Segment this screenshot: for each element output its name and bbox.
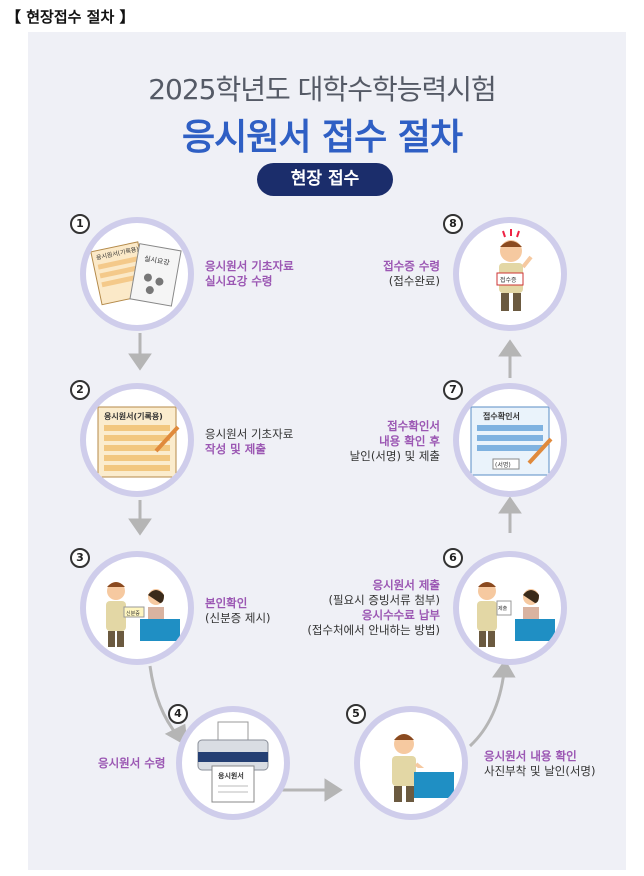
arrow-down-icon xyxy=(131,355,149,368)
step-6-number: 6 xyxy=(443,548,463,568)
step-8-line-1: 접수증 수령 xyxy=(330,259,440,274)
submit-form-icon: 제출 xyxy=(459,557,561,659)
step-2-line-2: 작성 및 제출 xyxy=(205,442,293,457)
step-8-label: 접수증 수령 (접수완료) xyxy=(330,259,440,289)
step-7-circle: 접수확인서 (서명) xyxy=(453,383,567,497)
step-6-line-1: 응시원서 제출 xyxy=(280,578,440,593)
step-8-circle: 접수증 xyxy=(453,217,567,331)
connector-3-4 xyxy=(150,666,178,736)
step-3-line-1: 본인확인 xyxy=(205,596,271,611)
arrow-up-icon xyxy=(501,499,519,512)
step-1-line-1: 응시원서 기초자료 xyxy=(205,259,294,274)
printer-icon: 응시원서 xyxy=(182,712,284,814)
step-5-number: 5 xyxy=(346,704,366,724)
step-6-circle: 제출 xyxy=(453,551,567,665)
step-4-circle: 응시원서 xyxy=(176,706,290,820)
step-7-line-2: 내용 확인 후 xyxy=(300,434,440,449)
step-3-label: 본인확인 (신분증 제시) xyxy=(205,596,271,626)
step-3-number: 3 xyxy=(70,548,90,568)
form-title: 응시원서(기록용) xyxy=(104,411,163,421)
signature-label: (서명) xyxy=(495,461,511,469)
id-card-label: 신분증 xyxy=(126,610,140,617)
step-1-number: 1 xyxy=(70,214,90,234)
step-2-number: 2 xyxy=(70,380,90,400)
step-4-number: 4 xyxy=(168,704,188,724)
step-5-line-2: 사진부착 및 날인(서명) xyxy=(484,764,596,779)
checking-form-icon xyxy=(360,712,462,814)
step-4-line-1: 응시원서 수령 xyxy=(98,756,165,771)
receipt-confirmation-icon: 접수확인서 (서명) xyxy=(459,389,561,491)
step-8-line-2: (접수완료) xyxy=(330,274,440,289)
step-2-label: 응시원서 기초자료 작성 및 제출 xyxy=(205,427,293,457)
step-7-line-1: 접수확인서 xyxy=(300,419,440,434)
step-1-line-2: 실시요강 수령 xyxy=(205,274,294,289)
step-6-line-2: (필요시 증빙서류 첨부) xyxy=(280,593,440,608)
step-1-label: 응시원서 기초자료 실시요강 수령 xyxy=(205,259,294,289)
step-5-circle xyxy=(354,706,468,820)
arrow-down-icon xyxy=(131,520,149,533)
identity-check-icon: 신분증 xyxy=(86,557,188,659)
step-4-label: 응시원서 수령 xyxy=(98,756,165,771)
step-7-number: 7 xyxy=(443,380,463,400)
documents-icon: 응시원서(기록용) 실시요강 xyxy=(86,223,188,325)
connector-5-6 xyxy=(470,672,504,746)
step-3-line-2: (신분증 제시) xyxy=(205,611,271,626)
step-6-label: 응시원서 제출 (필요시 증빙서류 첨부) 응시수수료 납부 (접수처에서 안내… xyxy=(280,578,440,638)
step-1-circle: 응시원서(기록용) 실시요강 xyxy=(80,217,194,331)
step-8-number: 8 xyxy=(443,214,463,234)
step-2-line-1: 응시원서 기초자료 xyxy=(205,427,293,442)
step-5-line-1: 응시원서 내용 확인 xyxy=(484,749,596,764)
step-7-line-3: 날인(서명) 및 제출 xyxy=(300,449,440,464)
printed-form-label: 응시원서 xyxy=(218,771,244,780)
receipt-received-icon: 접수증 xyxy=(459,223,561,325)
arrow-up-icon xyxy=(501,342,519,355)
application-form-icon: 응시원서(기록용) xyxy=(86,389,188,491)
confirmation-title: 접수확인서 xyxy=(483,411,520,421)
step-2-circle: 응시원서(기록용) xyxy=(80,383,194,497)
receipt-label: 접수증 xyxy=(500,276,517,284)
step-5-label: 응시원서 내용 확인 사진부착 및 날인(서명) xyxy=(484,749,596,779)
arrow-right-icon xyxy=(326,781,340,799)
step-6-line-3: 응시수수료 납부 xyxy=(280,608,440,623)
submit-paper-label: 제출 xyxy=(498,605,508,612)
step-6-line-4: (접수처에서 안내하는 방법) xyxy=(280,623,440,638)
step-3-circle: 신분증 xyxy=(80,551,194,665)
step-7-label: 접수확인서 내용 확인 후 날인(서명) 및 제출 xyxy=(300,419,440,464)
